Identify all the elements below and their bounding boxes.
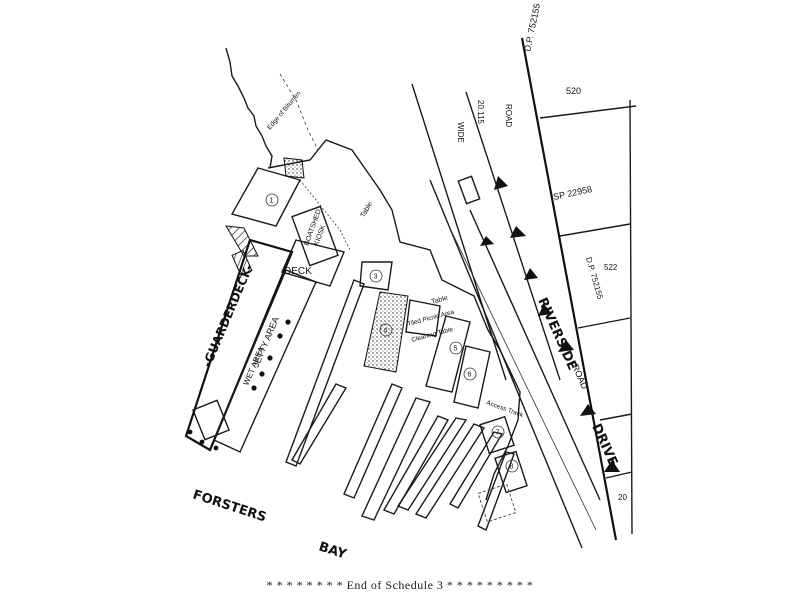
label-table: Table — [360, 201, 374, 219]
label-deck: DECK — [284, 266, 312, 277]
site-3-boundary — [359, 261, 393, 291]
svg-text:8: 8 — [510, 464, 514, 471]
road-kerb-2 — [469, 209, 601, 501]
lot-boundary-2 — [559, 223, 631, 237]
hatched-walkway — [225, 225, 259, 257]
schedule-footer: * * * * * * * * End of Schedule 3 * * * … — [266, 578, 534, 592]
label-dp-mid: D.P. 752155 — [584, 256, 605, 301]
label-cleaning-table: Cleaning Table — [411, 326, 455, 344]
label-tiled-picnic-area: Tiled Picnic Area — [407, 309, 456, 328]
mooring-posts — [187, 319, 291, 451]
label-road-wide: WIDE — [456, 122, 465, 143]
svg-text:3: 3 — [374, 274, 378, 281]
tiled-picnic-area — [405, 299, 441, 337]
label-edge-of-bitumen: Edge of Bitumen — [266, 90, 303, 132]
site-6-boundary — [453, 345, 491, 409]
lot-boundary-1 — [539, 105, 637, 119]
site-7-boundary — [479, 415, 515, 455]
svg-text:7: 7 — [496, 430, 500, 437]
frontage-marker — [494, 176, 508, 190]
boatshed-kiosk — [291, 205, 339, 267]
guarder-deck — [184, 238, 294, 452]
lot-boundary-5 — [605, 471, 633, 479]
label-dp-top: D.P. 752155 — [522, 3, 542, 53]
label-lot-522: 522 — [604, 263, 618, 272]
shoreline — [225, 47, 273, 169]
lease-site-marker-6: 6 — [463, 367, 477, 381]
svg-text:6: 6 — [468, 372, 472, 379]
site-5-boundary — [425, 315, 471, 393]
frontage-marker — [604, 460, 620, 472]
road-boundary-east — [520, 37, 618, 541]
svg-text:5: 5 — [454, 346, 458, 353]
site-4-dotted — [363, 291, 409, 373]
frontage-marker — [524, 268, 538, 280]
lot-boundary-4 — [599, 413, 633, 421]
edge-of-bitumen-line — [279, 73, 319, 151]
lease-site-marker-3: 3 — [369, 269, 383, 283]
foreshore-boundary — [267, 139, 521, 501]
dashed-structure — [477, 483, 517, 523]
label-road-width: 20.115 — [476, 100, 485, 124]
road-kerb-3 — [445, 219, 597, 531]
lot-edge-east — [629, 99, 633, 535]
lease-site-marker-7: 7 — [491, 425, 505, 439]
site-8-boundary — [494, 450, 528, 494]
label-guarder-deck: -GUARDERDECK- — [200, 262, 256, 369]
lease-site-marker-4: 4 — [379, 323, 393, 337]
label-bay: BAY — [317, 540, 349, 563]
label-sp: SP 22958 — [552, 184, 593, 202]
label-drive: DRIVE — [588, 422, 620, 469]
frontage-marker — [580, 404, 596, 416]
lease-site-marker-8: 8 — [505, 459, 519, 473]
label-lot-edge: 20 — [618, 493, 627, 502]
label-road-small: ROAD — [570, 363, 590, 391]
lot-boundary-3 — [577, 317, 631, 329]
jetty-area — [213, 269, 317, 453]
frontage-marker — [510, 226, 526, 238]
road-building — [457, 175, 481, 205]
label-forsters: FORSTERS — [191, 488, 268, 526]
deck-area — [281, 239, 345, 287]
label-table-2: Table — [431, 295, 449, 306]
lease-site-marker-1: 1 — [265, 193, 279, 207]
label-lot-520: 520 — [566, 86, 581, 96]
frontage-marker — [558, 340, 574, 352]
wet-area-box — [192, 399, 230, 441]
walkway — [299, 179, 351, 251]
dotted-area — [283, 157, 305, 179]
lease-site-marker-5: 5 — [449, 341, 463, 355]
frontage-marker — [538, 304, 552, 316]
label-road: ROAD — [504, 104, 513, 127]
frontage-marker — [480, 236, 494, 246]
svg-text:1: 1 — [270, 198, 274, 205]
svg-text:4: 4 — [384, 328, 388, 335]
road-boundary-west — [411, 83, 507, 381]
